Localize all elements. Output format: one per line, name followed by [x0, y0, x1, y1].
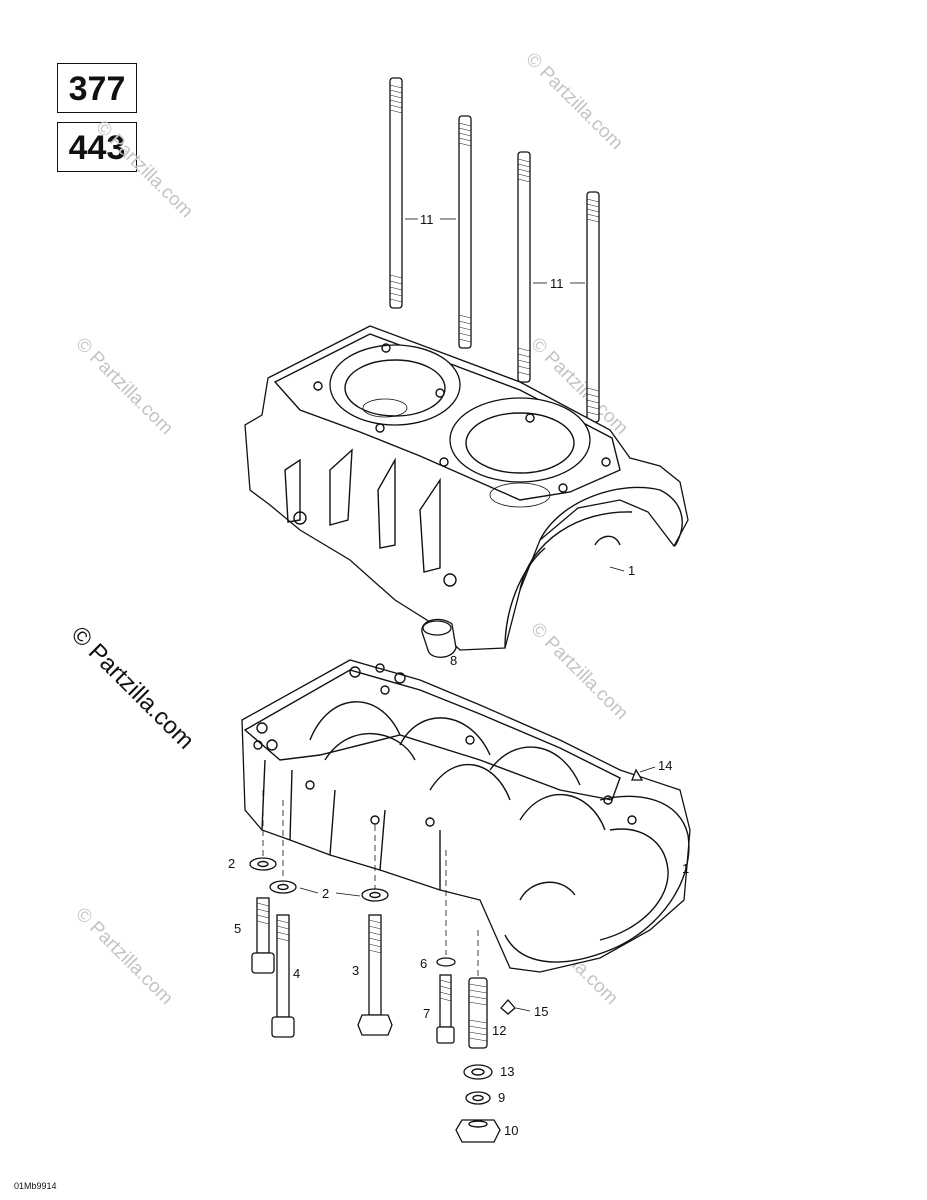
- callout-10: 10: [504, 1123, 518, 1138]
- callout-15: 15: [534, 1004, 548, 1019]
- washer-6: [436, 957, 456, 967]
- callout-8: 8: [450, 653, 457, 668]
- diagram-code: 01Mb9914: [14, 1181, 57, 1191]
- callout-5: 5: [234, 921, 241, 936]
- bolt-3: [357, 914, 393, 1036]
- stud-4: [586, 191, 600, 423]
- callout-14: 14: [658, 758, 672, 773]
- callout-12: 12: [492, 1023, 506, 1038]
- watermark-6: © Partzilla.com: [71, 904, 176, 1009]
- lock-washer-9: [465, 1091, 491, 1105]
- stud-2: [458, 115, 472, 349]
- nut-10: [455, 1119, 501, 1143]
- model-code-377: 377: [57, 63, 137, 113]
- callout-7: 7: [423, 1006, 430, 1021]
- callout-2-b: 2: [322, 886, 329, 901]
- lower-crankcase-half: [241, 659, 691, 973]
- watermark-5: © Partzilla.com: [526, 619, 631, 724]
- upper-crankcase-half: [244, 325, 689, 651]
- watermark-3: © Partzilla.com: [71, 334, 176, 439]
- cylinder-studs: [389, 77, 600, 423]
- bolt-4: [271, 914, 295, 1038]
- callout-3: 3: [352, 963, 359, 978]
- stud-12: [468, 977, 488, 1049]
- callout-11-b: 11: [550, 276, 564, 291]
- callout-2-a: 2: [228, 856, 235, 871]
- dowel-14: [631, 768, 644, 781]
- watermark-2: © Partzilla.com: [521, 49, 626, 154]
- callout-6: 6: [420, 956, 427, 971]
- watermark-1: © Partzilla.com: [91, 117, 196, 222]
- callout-1-lower: 1: [682, 861, 689, 876]
- stud-1: [389, 77, 403, 309]
- callout-11-a: 11: [420, 212, 434, 227]
- callout-13: 13: [500, 1064, 514, 1079]
- washers: [249, 857, 389, 902]
- plug-part: [421, 618, 457, 658]
- callout-4: 4: [293, 966, 300, 981]
- watermark-main: © Partzilla.com: [66, 621, 199, 754]
- callout-9: 9: [498, 1090, 505, 1105]
- model-code-443: 443: [57, 122, 137, 172]
- callout-1-upper: 1: [628, 563, 635, 578]
- washer-13: [463, 1064, 493, 1080]
- bolt-5: [251, 897, 275, 974]
- stud-3: [517, 151, 531, 383]
- assembly-lines: [262, 790, 479, 980]
- dowel-15: [500, 999, 516, 1015]
- bolt-7: [436, 974, 455, 1044]
